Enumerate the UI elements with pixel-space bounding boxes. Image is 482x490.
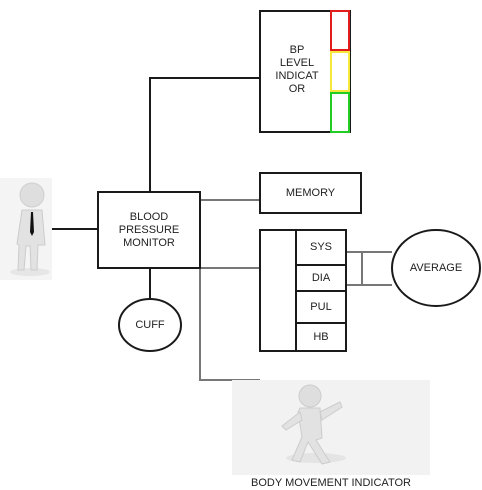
reading-pul-label: PUL xyxy=(310,300,332,313)
reading-cell-pul xyxy=(295,290,347,324)
average-label: AVERAGE xyxy=(409,261,463,274)
connectors xyxy=(52,77,260,299)
movement-figure xyxy=(232,380,430,475)
level-high-bar xyxy=(330,10,350,51)
average-ellipse xyxy=(391,229,481,307)
reading-dia-label: DIA xyxy=(311,271,331,284)
body-movement-indicator-label: BODY MOVEMENT INDICATOR xyxy=(251,476,411,489)
bp-level-indicator-box xyxy=(259,10,351,133)
bp-level-bars xyxy=(330,10,350,133)
level-mid-bar xyxy=(330,51,350,92)
reading-sys-label: SYS xyxy=(309,241,332,253)
level-low-bar xyxy=(330,92,350,133)
memory-label: MEMORY xyxy=(285,186,336,199)
reading-cell-sys xyxy=(295,229,347,266)
reading-cell-hb xyxy=(295,322,347,352)
blood-pressure-monitor-label: BLOOD PRESSURE MONITOR xyxy=(118,210,180,249)
cuff-ellipse xyxy=(118,298,182,352)
reading-cells xyxy=(295,229,347,352)
memory-box xyxy=(259,172,362,214)
bp-level-indicator-label: BP LEVEL INDICAT OR xyxy=(275,44,319,95)
monitor-box xyxy=(97,191,201,269)
reading-hb-label: HB xyxy=(313,330,329,343)
cuff-label: CUFF xyxy=(135,318,165,331)
user-figure xyxy=(0,178,52,280)
